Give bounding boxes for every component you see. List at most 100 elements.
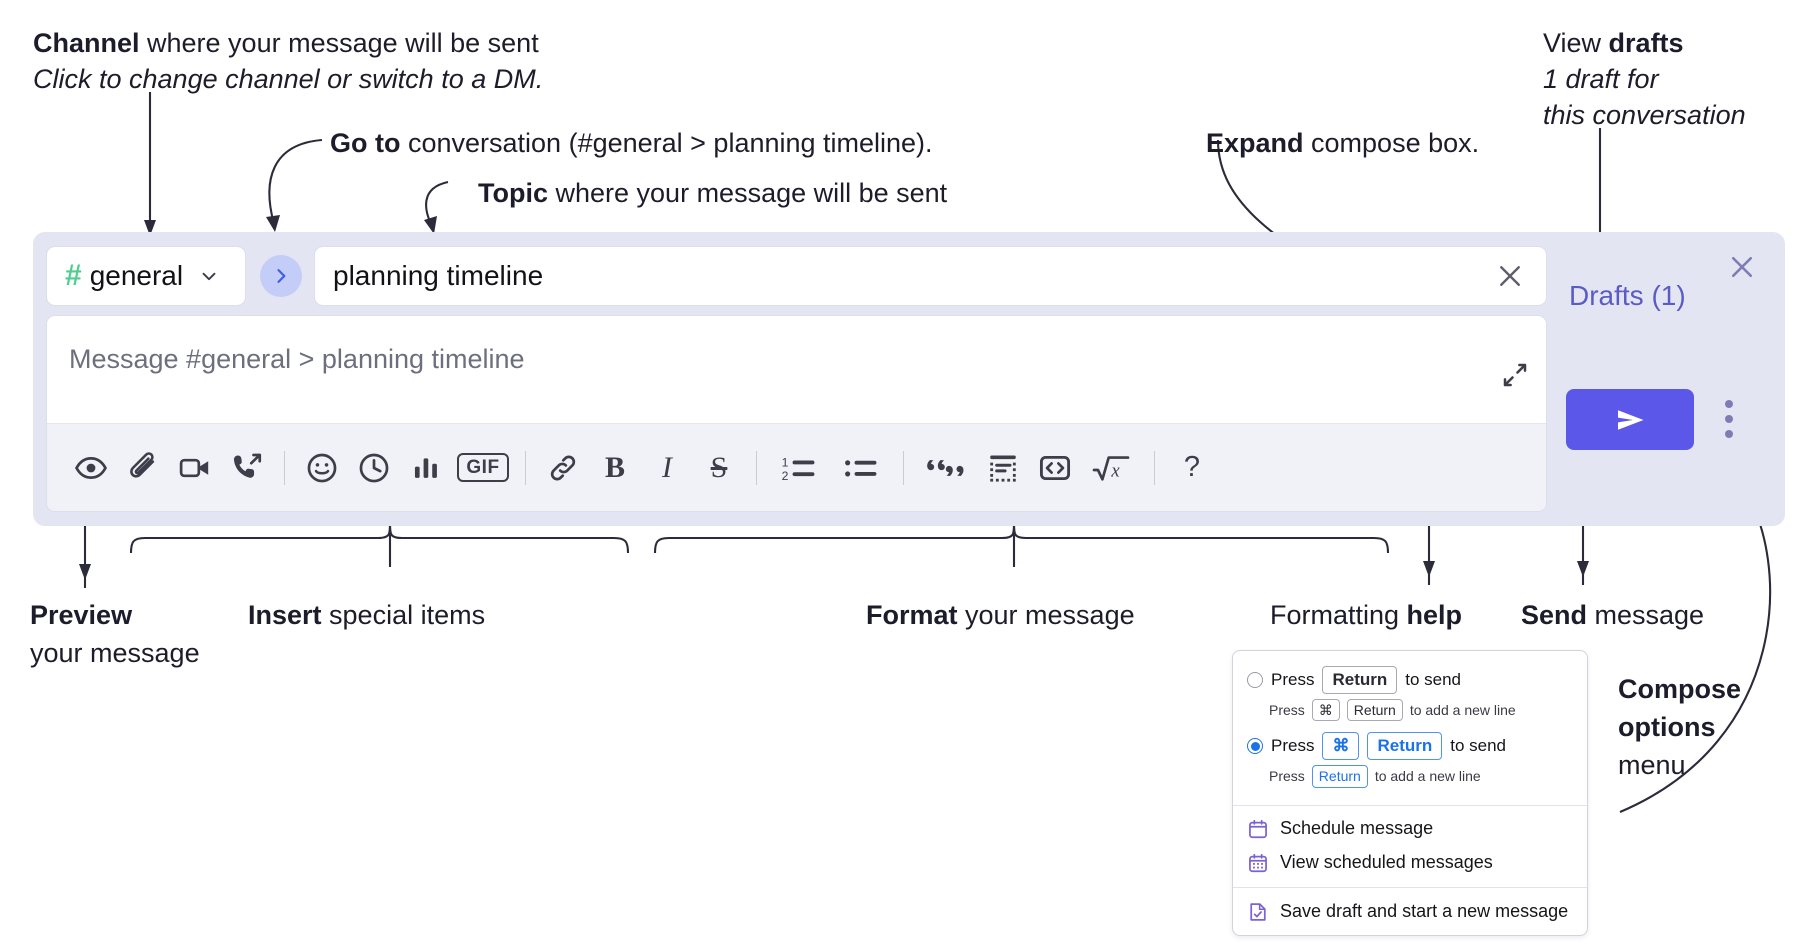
annotation-send: Send message: [1521, 600, 1705, 630]
formatting-help-button[interactable]: ?: [1166, 442, 1218, 494]
help-icon: ?: [1183, 451, 1201, 483]
topic-input[interactable]: planning timeline: [314, 246, 1547, 306]
reminder-button[interactable]: [348, 442, 400, 494]
send-option-return[interactable]: Press Return to send Press ⌘ Return to a…: [1233, 663, 1587, 729]
overflow-menu-icon: [1725, 400, 1733, 408]
emoji-icon: [307, 453, 337, 482]
key-return: Return: [1322, 666, 1398, 695]
code-icon: [1039, 455, 1071, 480]
option-sub-rest-label: to add a new line: [1409, 702, 1516, 719]
attachment-icon: [130, 451, 155, 478]
send-button[interactable]: [1566, 389, 1694, 450]
toolbar-divider: [756, 450, 757, 485]
toolbar-divider: [284, 450, 285, 485]
code-block-icon: [990, 455, 1016, 482]
toolbar-divider: [1154, 450, 1155, 485]
toolbar-divider: [525, 450, 526, 485]
key-command: ⌘: [1322, 732, 1360, 761]
link-button[interactable]: [537, 442, 589, 494]
svg-text:x: x: [1110, 460, 1120, 481]
annotation-preview-sub: your message: [30, 638, 200, 668]
poll-button[interactable]: [400, 442, 452, 494]
menu-item-schedule-message[interactable]: Schedule message: [1233, 812, 1587, 846]
send-option-cmd-return[interactable]: Press ⌘ Return to send Press Return to a…: [1233, 729, 1587, 795]
key-return: Return: [1346, 699, 1403, 722]
hash-icon: #: [65, 259, 82, 292]
bold-icon: B: [604, 450, 625, 484]
overflow-menu-icon: [1725, 415, 1733, 423]
attachment-button[interactable]: [117, 442, 169, 494]
annotation-preview: Preview: [30, 600, 133, 630]
annotation-drafts-sub2: this conversation: [1543, 100, 1746, 130]
menu-item-label: Schedule message: [1280, 818, 1434, 839]
close-compose-button[interactable]: [1719, 244, 1765, 290]
close-icon: [1731, 256, 1753, 278]
gif-button[interactable]: GIF: [452, 442, 514, 494]
chevron-right-icon: [277, 269, 286, 283]
annotation-help: Formatting help: [1270, 600, 1463, 630]
svg-text:2: 2: [782, 469, 789, 483]
blockquote-button[interactable]: [915, 442, 977, 494]
radio-selected[interactable]: [1247, 738, 1263, 755]
svg-text:1: 1: [782, 455, 789, 469]
menu-item-view-scheduled[interactable]: View scheduled messages: [1233, 846, 1587, 880]
annotation-goto: Go to conversation (#general > planning …: [330, 128, 933, 158]
compose-panel: # general planning timeline: [33, 232, 1785, 526]
blockquote-icon: [927, 459, 964, 476]
key-return: Return: [1311, 765, 1368, 788]
formatting-toolbar: GIF B: [47, 423, 1546, 511]
key-command: ⌘: [1311, 699, 1340, 722]
clock-icon: [359, 453, 389, 482]
overflow-menu-icon: [1725, 430, 1733, 438]
expand-compose-button[interactable]: [1500, 360, 1530, 395]
italic-icon: I: [662, 450, 672, 484]
bulleted-list-button[interactable]: [830, 442, 892, 494]
menu-divider: [1233, 886, 1587, 888]
option-sub-press-label: Press: [1269, 702, 1305, 719]
video-clip-button[interactable]: [169, 442, 221, 494]
poll-icon: [414, 457, 437, 478]
message-input[interactable]: Message #general > planning timeline: [47, 316, 1546, 423]
audio-clip-button[interactable]: [221, 442, 273, 494]
calendar-grid-icon: [1249, 853, 1267, 872]
ordered-list-button[interactable]: 1 2: [768, 442, 830, 494]
preview-button[interactable]: [65, 442, 117, 494]
emoji-button[interactable]: [296, 442, 348, 494]
compose-header-row: # general planning timeline: [46, 246, 1547, 306]
goto-conversation-button[interactable]: [260, 255, 302, 297]
chevron-down-icon: [198, 265, 220, 287]
save-draft-icon: [1250, 902, 1266, 921]
ordered-list-icon: 1 2: [782, 455, 815, 483]
link-icon: [550, 455, 576, 480]
menu-item-label: Save draft and start a new message: [1280, 901, 1569, 922]
expand-icon: [1503, 363, 1527, 387]
code-button[interactable]: [1029, 442, 1081, 494]
option-tosend-label: to send: [1405, 670, 1462, 690]
calendar-icon: [1249, 819, 1267, 838]
annotation-compose-menu-2: options: [1618, 712, 1716, 742]
annotation-compose-menu-1: Compose: [1618, 674, 1742, 704]
compose-options-button[interactable]: [1715, 392, 1743, 446]
preview-icon: [75, 456, 107, 479]
math-button[interactable]: x: [1081, 442, 1143, 494]
channel-selector[interactable]: # general: [46, 246, 246, 306]
menu-item-save-draft[interactable]: Save draft and start a new message: [1233, 895, 1587, 929]
message-placeholder: Message #general > planning timeline: [69, 344, 525, 374]
math-icon: x: [1092, 455, 1130, 481]
bold-button[interactable]: B: [589, 442, 641, 494]
topic-clear-button[interactable]: [1488, 254, 1532, 298]
option-sub-rest-label: to add a new line: [1374, 768, 1481, 785]
annotation-channel-sub: Click to change channel or switch to a D…: [33, 64, 544, 94]
video-icon: [179, 458, 209, 477]
annotation-insert: Insert special items: [248, 600, 486, 630]
option-press-label: Press: [1271, 670, 1315, 690]
radio-unselected[interactable]: [1247, 672, 1263, 689]
code-block-button[interactable]: [977, 442, 1029, 494]
italic-button[interactable]: I: [641, 442, 693, 494]
send-icon: [1618, 409, 1644, 430]
menu-divider: [1233, 804, 1587, 806]
strikethrough-icon: S: [710, 450, 728, 484]
strikethrough-button[interactable]: S: [693, 442, 745, 494]
drafts-link[interactable]: Drafts (1): [1569, 280, 1686, 311]
option-tosend-label: to send: [1450, 736, 1507, 756]
